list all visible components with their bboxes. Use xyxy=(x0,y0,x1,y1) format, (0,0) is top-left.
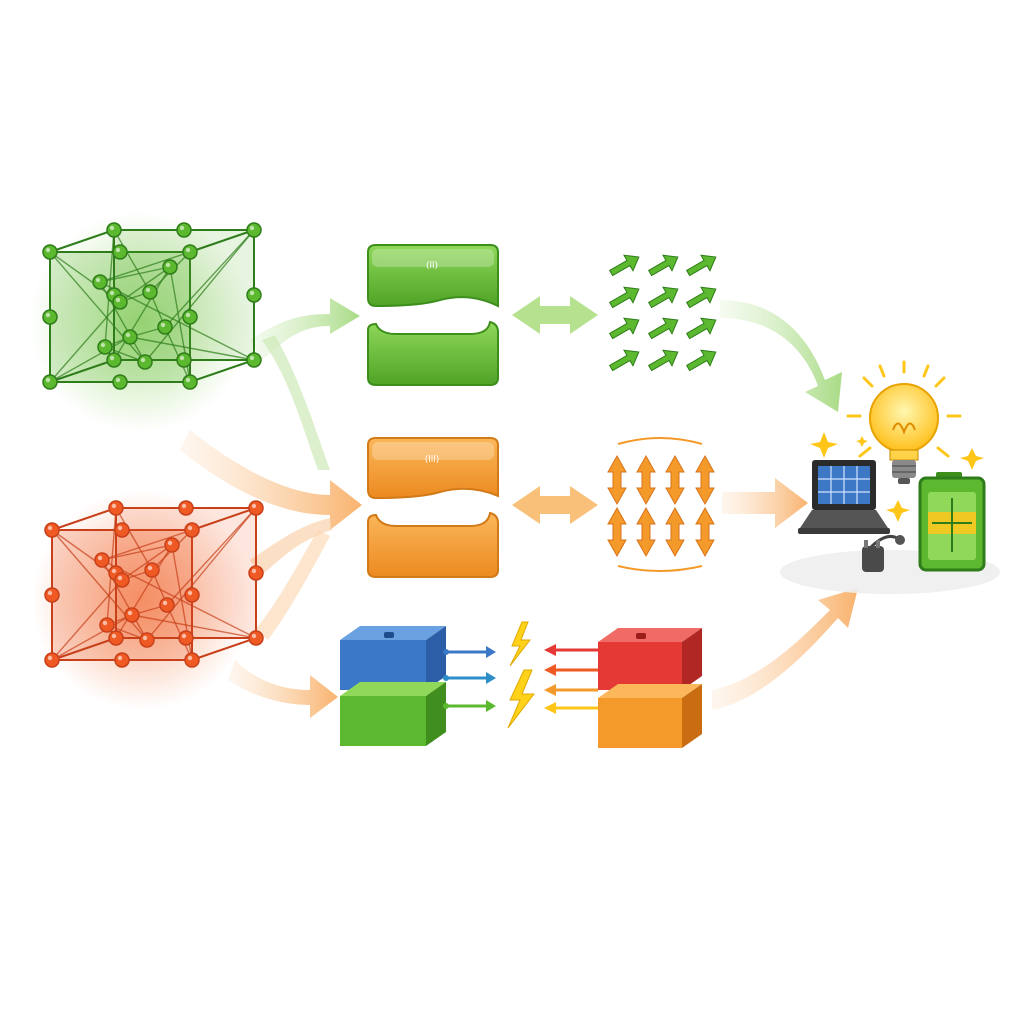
charge-arrows xyxy=(443,621,598,729)
green-crystal-lattice-icon xyxy=(30,212,262,432)
arrow-green-lattice-down-to-orange xyxy=(262,335,330,470)
arrow-green-lattice-to-green-block xyxy=(250,298,360,360)
sparkle-icons xyxy=(810,432,984,522)
arrow-orange-to-orange-block xyxy=(180,430,362,530)
lightning-icon-2 xyxy=(507,669,536,729)
orange-block-top-label: (lll) xyxy=(425,455,440,465)
arrow-orange-lattice-to-cubes-2 xyxy=(255,530,330,640)
orange-arrow-grid-icon xyxy=(607,437,715,572)
orange-block-bottom xyxy=(367,511,499,578)
green-block-pair: (ll) xyxy=(367,244,499,386)
green-arrow-grid-icon xyxy=(608,254,717,372)
orange-crystal-lattice-icon xyxy=(32,490,264,710)
orange-block-pair: (lll) xyxy=(367,437,499,578)
green-block-bottom xyxy=(367,320,499,386)
blue-arrows-right xyxy=(443,646,496,712)
arrow-orange-double xyxy=(512,486,598,524)
plug-icon xyxy=(862,534,905,572)
arrow-orange-lattice-up xyxy=(250,518,332,575)
device-cluster xyxy=(780,360,1000,594)
arrow-green-grid-to-device xyxy=(720,300,842,412)
arrow-cubes-to-device xyxy=(712,588,858,710)
arrow-orange-lattice-to-cubes xyxy=(228,660,338,718)
orange-block-top xyxy=(367,437,499,500)
laptop-icon xyxy=(798,460,890,534)
lightning-icon xyxy=(509,621,532,667)
red-arrows-left xyxy=(544,644,598,714)
blue-cube-icon xyxy=(340,626,446,690)
battery-icon xyxy=(918,472,986,572)
green-block-top-label: (ll) xyxy=(426,261,438,271)
flow-arrows xyxy=(180,296,858,718)
lightbulb-icon xyxy=(846,360,962,484)
orange-cube-icon xyxy=(598,684,702,748)
green-cube-icon xyxy=(340,682,446,746)
arrow-green-double xyxy=(512,296,598,334)
red-cube-icon xyxy=(598,628,702,690)
arrow-orange-grid-to-device xyxy=(722,478,808,528)
green-block-top xyxy=(367,244,499,308)
